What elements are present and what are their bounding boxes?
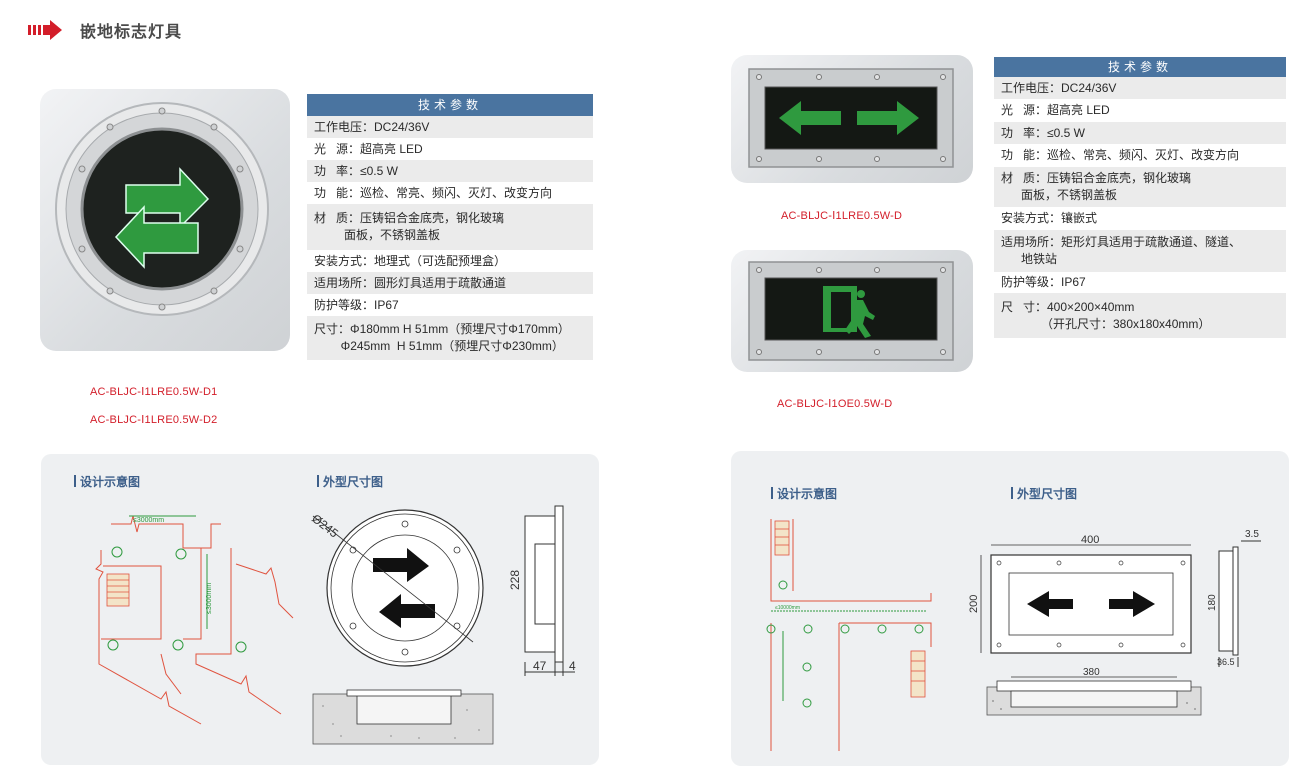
spec-table-header: 技术参数 (994, 57, 1286, 77)
spec-row: 安装方式：地理式（可选配预埋盒） (307, 250, 593, 272)
arrow-right-icon (28, 20, 62, 40)
height-label: 228 (508, 570, 522, 590)
tunnel-layout-sketch (770, 519, 932, 751)
right-diagram-panel: 设计示意图 外型尺寸图 ≤10000mm (731, 451, 1289, 766)
spec-text: 光 源：超高亮 LED (314, 141, 423, 156)
side-depth-label: 36.5 (1217, 657, 1235, 667)
rect-exit-light-photo (731, 250, 973, 372)
corridor-layout-sketch (95, 515, 294, 725)
spec-text: 工作电压：DC24/36V (1001, 80, 1117, 95)
spec-row: 尺 寸：400×200×40mm （开孔尺寸：380x180x40mm） (994, 293, 1286, 338)
spec-table-header: 技术参数 (307, 94, 593, 116)
spec-text: 安装方式：镶嵌式 (1001, 211, 1098, 225)
dimension-diagram-label: 外型尺寸图 (1011, 485, 1077, 502)
diameter-label: Ø245 (309, 511, 341, 540)
round-light-side-view (524, 505, 575, 676)
left-spec-table: 技术参数 工作电压：DC24/36V 光 源：超高亮 LED 功 率：≤0.5 … (307, 94, 593, 360)
round-light-photo (40, 89, 290, 351)
spec-row: 防护等级：IP67 (994, 272, 1286, 293)
model-number: AC-BLJC-Ⅰ1LRE0.5W-D2 (90, 414, 218, 426)
spec-text: 防护等级：IP67 (314, 297, 399, 312)
cut-width-label: 380 (1083, 667, 1100, 678)
spec-text: 材 质：压铸铝合金底壳，钢化玻璃 (314, 211, 505, 225)
rect-light-side-view (1218, 540, 1261, 667)
side-height-label: 180 (1207, 594, 1218, 611)
spec-text: 地铁站 (1001, 252, 1058, 266)
spec-text: 尺寸：Φ180mm H 51mm（预埋尺寸Φ170mm） (314, 322, 570, 336)
model-number: AC-BLJC-Ⅰ1OE0.5W-D (777, 398, 893, 410)
spec-row: 材 质：压铸铝合金底壳，钢化玻璃 面板，不锈钢盖板 (994, 167, 1286, 207)
round-light-front-view (312, 509, 484, 667)
spec-text: 工作电压：DC24/36V (314, 119, 430, 134)
dimension-diagram-label: 外型尺寸图 (317, 473, 383, 490)
right-spec-table: 技术参数 工作电压：DC24/36V 光 源：超高亮 LED 功 率：≤0.5 … (994, 57, 1286, 338)
spec-text: 防护等级：IP67 (1001, 275, 1086, 289)
spec-text: 面板，不锈钢盖板 (314, 228, 441, 242)
spec-row: 功 能：巡检、常亮、频闪、灭灯、改变方向 (994, 144, 1286, 167)
spec-text: 安装方式：地理式（可选配预埋盒） (314, 253, 507, 268)
installation-section (986, 676, 1202, 716)
spacing-v-label: ≤3000mm (206, 583, 213, 614)
spec-text: 适用场所：圆形灯具适用于疏散通道 (314, 275, 507, 290)
width-label: 400 (1081, 534, 1099, 546)
spec-row: 适用场所：矩形灯具适用于疏散通道、隧道、 地铁站 (994, 230, 1286, 272)
page-title: 嵌地标志灯具 (80, 24, 183, 41)
spacing-label: ≤10000mm (775, 605, 800, 611)
spec-text: （开孔尺寸：380x180x40mm） (1001, 316, 1211, 331)
header: 嵌地标志灯具 (28, 18, 182, 42)
design-diagram-label: 设计示意图 (74, 473, 140, 490)
height-label: 200 (968, 595, 980, 613)
spec-text: 面板，不锈钢盖板 (1001, 188, 1118, 202)
spec-text: Φ245mm H 51mm（预埋尺寸Φ230mm） (314, 339, 564, 353)
spec-row: 尺寸：Φ180mm H 51mm（预埋尺寸Φ170mm） Φ245mm H 51… (307, 316, 593, 360)
spec-text: 光 源：超高亮 LED (1001, 103, 1110, 117)
spec-row: 适用场所：圆形灯具适用于疏散通道 (307, 272, 593, 294)
spec-text: 尺 寸：400×200×40mm (1001, 299, 1135, 314)
spec-text: 功 率：≤0.5 W (314, 163, 398, 178)
spec-row: 光 源：超高亮 LED (994, 99, 1286, 122)
spec-text: 功 能：巡检、常亮、频闪、灭灯、改变方向 (314, 185, 553, 200)
spec-row: 工作电压：DC24/36V (307, 116, 593, 138)
spec-row: 功 率：≤0.5 W (307, 160, 593, 182)
spec-row: 功 率：≤0.5 W (994, 122, 1286, 144)
design-diagram-label: 设计示意图 (771, 485, 837, 502)
spec-row: 材 质：压铸铝合金底壳，钢化玻璃 面板，不锈钢盖板 (307, 204, 593, 250)
installation-section (312, 689, 494, 745)
spec-row: 光 源：超高亮 LED (307, 138, 593, 160)
model-number: AC-BLJC-Ⅰ1LRE0.5W-D1 (90, 386, 218, 398)
spec-row: 防护等级：IP67 (307, 294, 593, 316)
spec-row: 安装方式：镶嵌式 (994, 207, 1286, 230)
spec-text: 功 率：≤0.5 W (1001, 125, 1085, 140)
rect-light-front-view (980, 544, 1192, 654)
rect-arrow-light-photo (731, 55, 973, 183)
lip-label: 4 (569, 659, 576, 673)
spec-row: 功 能：巡检、常亮、频闪、灭灯、改变方向 (307, 182, 593, 204)
spec-text: 材 质：压铸铝合金底壳，钢化玻璃 (1001, 171, 1192, 185)
spacing-h-label: ≤3000mm (133, 517, 164, 524)
depth-label: 47 (533, 659, 547, 673)
model-number: AC-BLJC-Ⅰ1LRE0.5W-D (781, 210, 903, 222)
left-diagram-panel: 设计示意图 外型尺寸图 ≤3000mm ≤3000mm (41, 454, 599, 765)
spec-text: 适用场所：矩形灯具适用于疏散通道、隧道、 (1001, 235, 1242, 249)
lip-label: 3.5 (1245, 529, 1259, 540)
spec-text: 功 能：巡检、常亮、频闪、灭灯、改变方向 (1001, 148, 1240, 162)
spec-row: 工作电压：DC24/36V (994, 77, 1286, 99)
